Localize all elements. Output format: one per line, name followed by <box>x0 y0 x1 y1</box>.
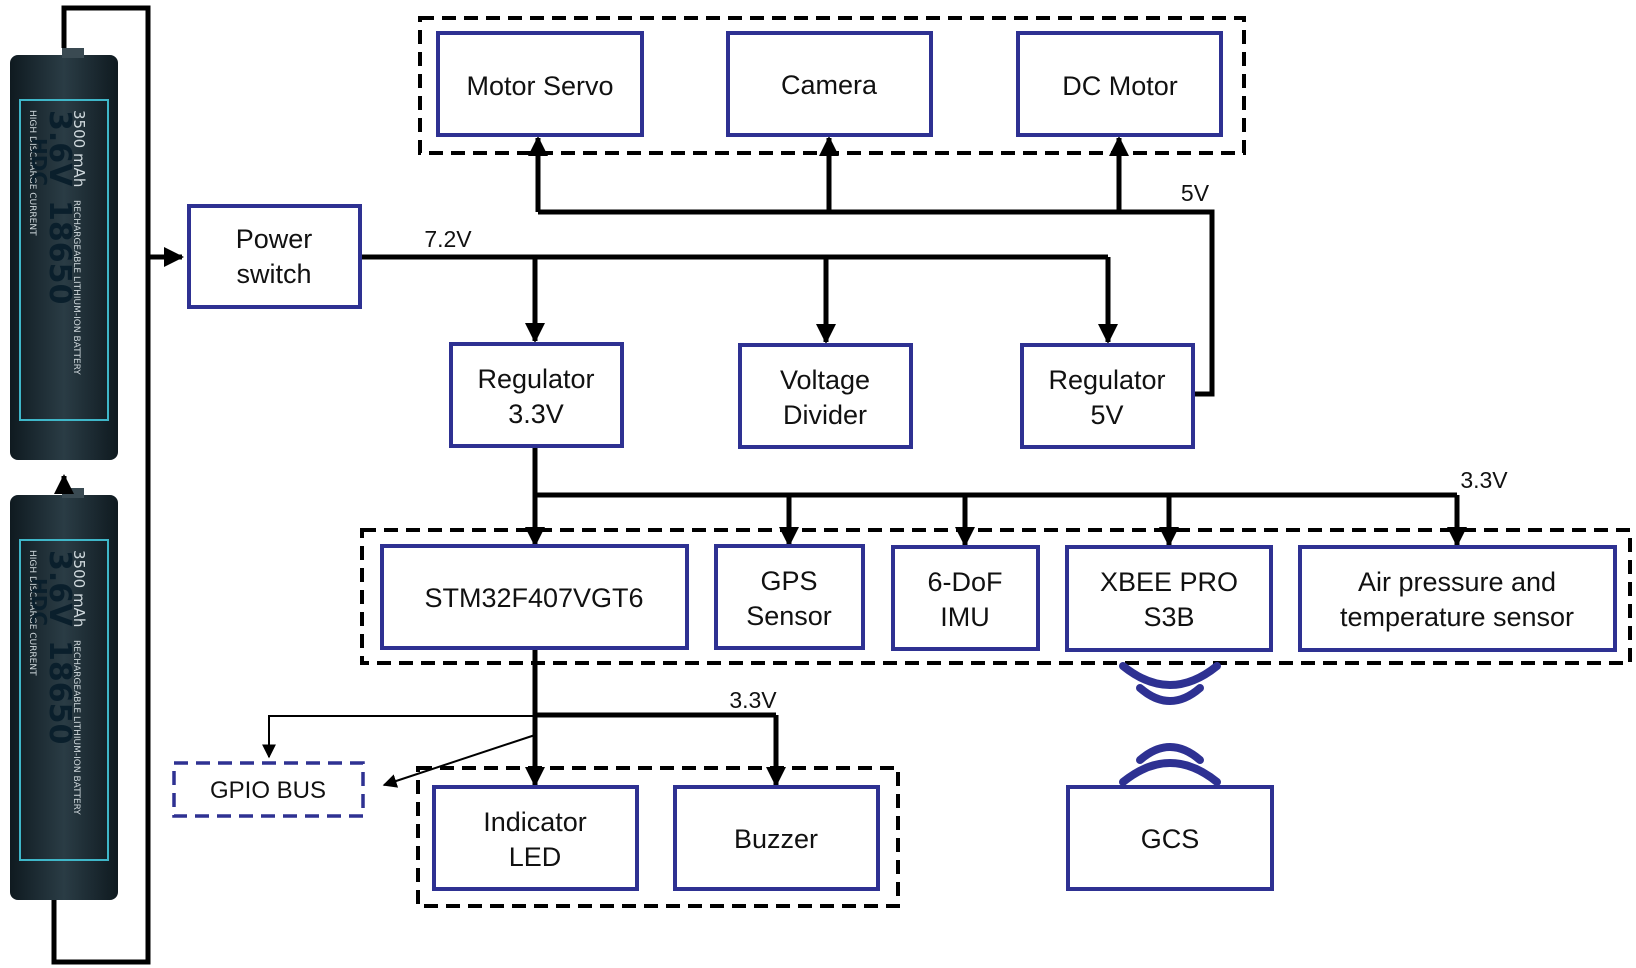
power-switch-block: Power switch <box>187 204 362 309</box>
indicator-led-label: Indicator <box>483 807 587 837</box>
voltage-divider-label: Voltage <box>780 365 870 395</box>
dc-motor-label: DC Motor <box>1062 71 1178 101</box>
battery-type: RECHARGEABLE LITHIUM-ION BATTERY <box>71 200 81 375</box>
power-switch-label: switch <box>236 259 311 289</box>
regulator-33-label: 3.3V <box>508 399 564 429</box>
indicator-led-label: LED <box>509 842 562 872</box>
battery-loop-wire <box>51 5 151 965</box>
imu-label: IMU <box>940 602 990 632</box>
camera-block: Camera <box>726 31 933 137</box>
air-sensor-label: Air pressure and <box>1358 567 1556 597</box>
battery-note: HIGH DISCHARGE CURRENT <box>27 110 37 236</box>
imu-block: 6-DoF IMU <box>891 545 1040 651</box>
sensor-group <box>360 528 1632 665</box>
battery-capacity: 3500 mAh <box>70 550 88 627</box>
regulator-33-label: Regulator <box>477 364 594 394</box>
wireless-signal-icon <box>1119 662 1221 786</box>
regulator-5-block: Regulator 5V <box>1020 343 1195 449</box>
output-rail-label: 3.3V <box>729 687 777 713</box>
gps-label: GPS <box>760 566 817 596</box>
voltage-divider-block: Voltage Divider <box>738 343 913 449</box>
motor-servo-label: Motor Servo <box>466 71 613 101</box>
gps-label: Sensor <box>746 601 832 631</box>
gcs-block: GCS <box>1066 785 1274 891</box>
buzzer-label: Buzzer <box>734 824 818 854</box>
power-switch-label: Power <box>236 224 313 254</box>
battery-brand: HDC <box>27 578 51 626</box>
motor-servo-block: Motor Servo <box>436 31 644 137</box>
air-sensor-label: temperature sensor <box>1340 602 1574 632</box>
imu-label: 6-DoF <box>927 567 1002 597</box>
voltage-divider-label: Divider <box>783 400 867 430</box>
battery-type: RECHARGEABLE LITHIUM-ION BATTERY <box>71 640 81 815</box>
gpio-arrow-1 <box>262 715 535 759</box>
regulator-5-label: 5V <box>1090 400 1123 430</box>
xbee-block: XBEE PRO S3B <box>1065 545 1273 652</box>
stm32-block: STM32F407VGT6 <box>380 544 689 650</box>
air-sensor-block: Air pressure and temperature sensor <box>1298 545 1617 652</box>
battery-brand: HDC <box>27 138 51 186</box>
indicator-led-block: Indicator LED <box>432 785 639 891</box>
power-rail-label: 7.2V <box>424 226 472 252</box>
battery-voltage: 3.6V <box>42 550 77 627</box>
battery-model: 18650 <box>42 640 77 744</box>
xbee-label: S3B <box>1143 602 1194 632</box>
motor-rail-label: 5V <box>1181 180 1210 206</box>
battery-top: 3.6V 18650 3500 mAh RECHARGEABLE LITHIUM… <box>10 48 118 460</box>
dc-motor-block: DC Motor <box>1016 31 1223 137</box>
xbee-label: XBEE PRO <box>1100 567 1238 597</box>
battery-voltage: 3.6V <box>42 110 77 187</box>
buzzer-block: Buzzer <box>673 785 880 891</box>
camera-label: Camera <box>781 70 878 100</box>
battery-capacity: 3500 mAh <box>70 110 88 187</box>
battery-note: HIGH DISCHARGE CURRENT <box>27 550 37 676</box>
sensor-rail-wire <box>532 447 1457 498</box>
regulator-5-label: Regulator <box>1048 365 1165 395</box>
battery-model: 18650 <box>42 200 77 304</box>
battery-bottom: 3.6V 18650 3500 mAh RECHARGEABLE LITHIUM… <box>10 488 118 900</box>
sensor-rail-label: 3.3V <box>1460 467 1508 493</box>
gpio-arrow-2 <box>382 734 536 788</box>
gpio-bus-block: GPIO BUS <box>172 761 365 818</box>
gcs-label: GCS <box>1141 824 1200 854</box>
gpio-bus-label: GPIO BUS <box>210 777 326 804</box>
regulator-33-block: Regulator 3.3V <box>449 342 624 448</box>
gps-block: GPS Sensor <box>714 544 865 650</box>
motor-rail-wire <box>538 209 1215 397</box>
output-group <box>416 766 900 908</box>
stm32-label: STM32F407VGT6 <box>424 583 643 613</box>
